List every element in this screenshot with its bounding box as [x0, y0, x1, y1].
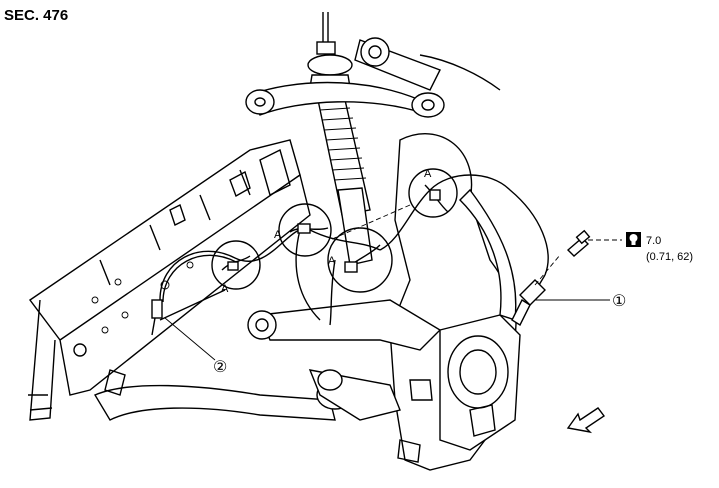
upper-arm [245, 37, 501, 118]
torque-alt-units: (0.71, 62) [646, 251, 693, 263]
sensor-harness [151, 174, 549, 336]
section-number: SEC. 476 [4, 7, 68, 24]
view-a-label-center-left: A [274, 229, 282, 241]
torque-wrench-icon [626, 232, 641, 247]
callout-2-label: ② [213, 359, 227, 376]
detail-circle-center [327, 227, 393, 293]
detail-circle-center-left [278, 203, 332, 257]
sensor-bolt [566, 229, 622, 257]
detail-circle-right [329, 168, 458, 241]
torque-value: 7.0 [646, 235, 661, 247]
view-a-label-center: A [328, 255, 336, 267]
torque-spec: 7.0 (0.71, 62) [626, 232, 693, 263]
callout-part-1: ① [535, 293, 626, 310]
view-a-label-right: A [424, 168, 432, 180]
front-direction-arrow-icon [566, 407, 606, 434]
wheel-sensor [511, 254, 561, 327]
callout-part-2: ② [164, 317, 227, 376]
callout-1-label: ① [612, 293, 626, 310]
lower-arm [247, 299, 442, 421]
view-a-label-left: A [221, 283, 229, 295]
steering-knuckle [389, 133, 521, 471]
frame-side-member [28, 139, 311, 421]
detail-circle-left [159, 240, 261, 321]
